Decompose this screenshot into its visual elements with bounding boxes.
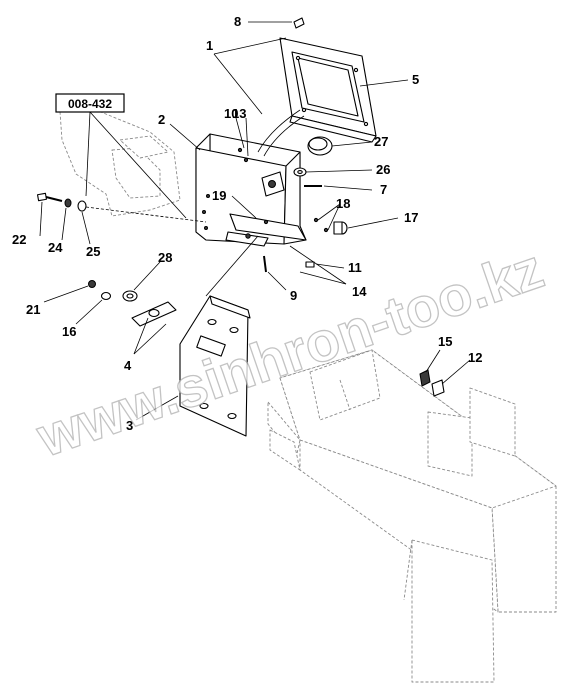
- callout-25: 25: [86, 244, 100, 259]
- part-5-flange: [279, 37, 377, 143]
- parts-21-16-28: [88, 280, 138, 302]
- reference-box-label: 008-432: [68, 97, 112, 111]
- callout-3: 3: [126, 418, 133, 433]
- callout-15: 15: [438, 334, 452, 349]
- callout-18: 18: [336, 196, 350, 211]
- callout-4: 4: [124, 358, 132, 373]
- callout-12: 12: [468, 350, 482, 365]
- leader-lines: [39, 21, 471, 421]
- callout-7: 7: [380, 182, 387, 197]
- callout-22: 22: [12, 232, 26, 247]
- callout-9: 9: [290, 288, 297, 303]
- part-3-bracket: [179, 295, 251, 437]
- part-4-plate: [131, 301, 177, 327]
- callout-19: 19: [212, 188, 226, 203]
- ghost-chute-assembly: [59, 109, 557, 683]
- part-27-cap: [307, 136, 333, 156]
- callout-1: 1: [206, 38, 213, 53]
- callout-16: 16: [62, 324, 76, 339]
- callout-2: 2: [158, 112, 165, 127]
- callout-21: 21: [26, 302, 40, 317]
- callout-11: 11: [348, 260, 362, 275]
- bolt-22-24-25: [36, 192, 207, 223]
- callout-27: 27: [374, 134, 388, 149]
- callout-26: 26: [376, 162, 390, 177]
- callout-10: 10: [224, 106, 238, 121]
- callout-24: 24: [48, 240, 63, 255]
- callout-28: 28: [158, 250, 172, 265]
- callout-14: 14: [352, 284, 367, 299]
- reference-box: 008-432: [55, 93, 125, 113]
- callout-17: 17: [404, 210, 418, 225]
- parts-15-12: [419, 369, 445, 397]
- callout-8: 8: [234, 14, 241, 29]
- part-2-housing: [195, 109, 307, 247]
- callout-labels: 1 2 3 4 5 7 8 9 10 11 12 13 14 15 16 17 …: [12, 14, 482, 433]
- callout-13: 13: [232, 106, 246, 121]
- callout-5: 5: [412, 72, 419, 87]
- small-hardware: [263, 17, 348, 273]
